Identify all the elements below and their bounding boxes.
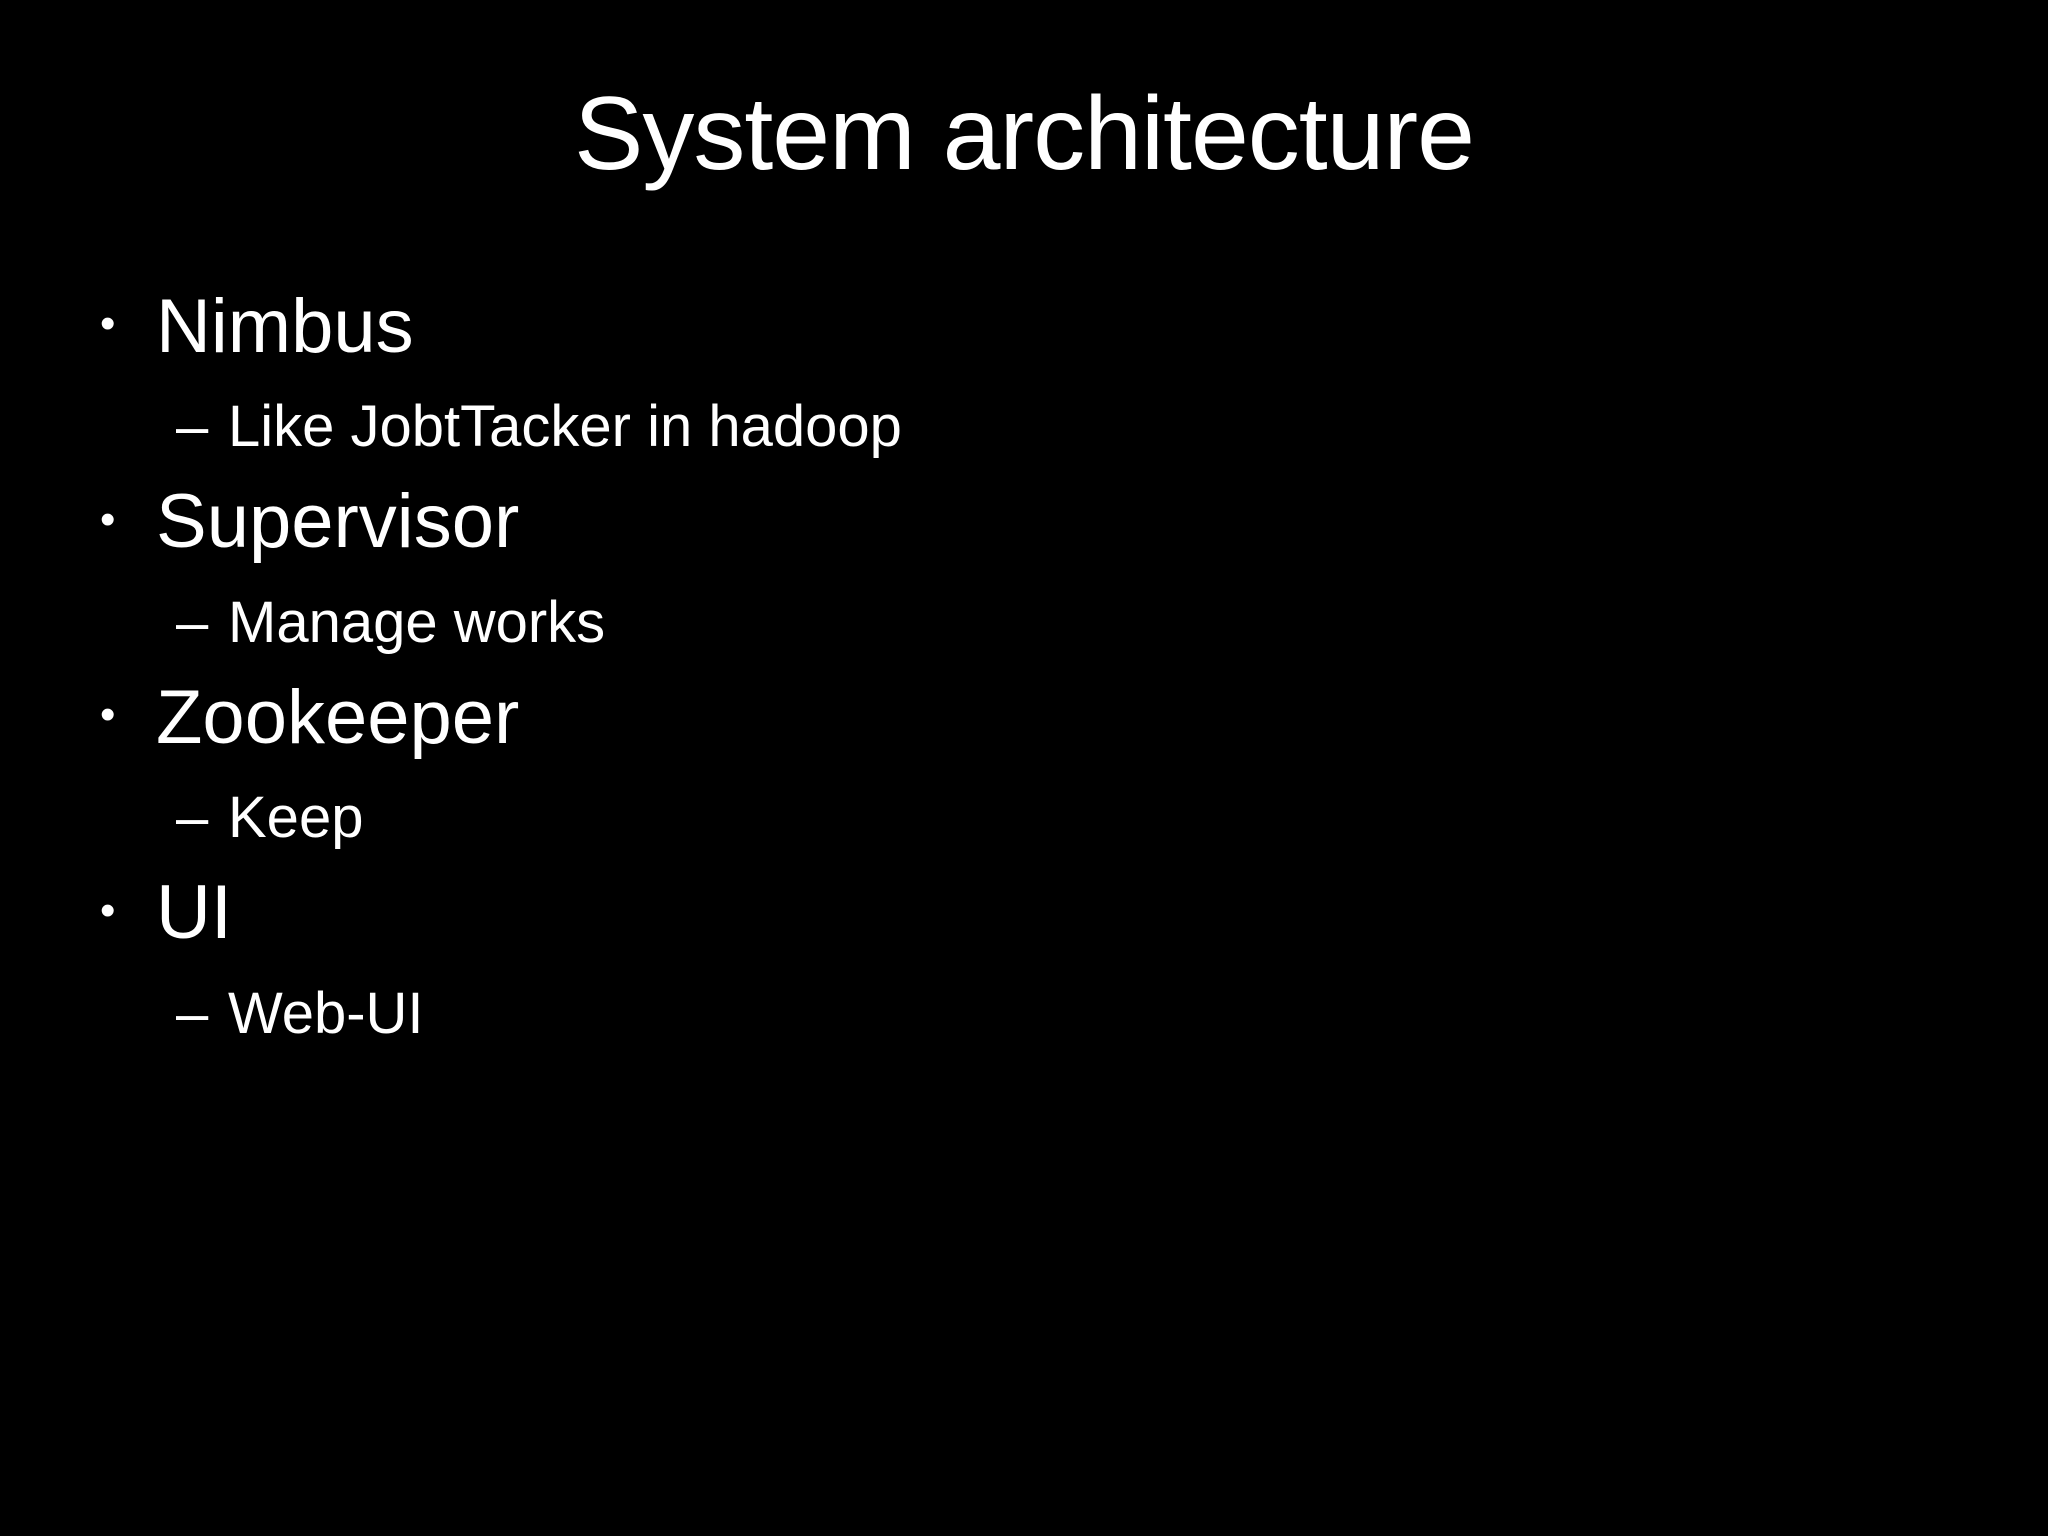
sub-bullet-label: Web-UI [228, 980, 424, 1046]
dash-icon: – [176, 394, 209, 460]
bullet-dot-icon: • [100, 885, 116, 935]
sub-bullet-label: Manage works [228, 589, 606, 655]
bullet-label: Supervisor [156, 479, 520, 565]
dash-icon: – [176, 980, 209, 1046]
slide-title: System architecture [574, 76, 1475, 192]
dash-icon: – [176, 785, 209, 851]
bullet-label: Zookeeper [156, 674, 520, 760]
sub-bullet-item: –Web-UI [0, 966, 2048, 1061]
sub-bullet-item: –Keep [0, 770, 2048, 865]
bullet-label: Nimbus [156, 284, 414, 369]
bullet-dot-icon: • [100, 690, 116, 740]
bullet-list: •Nimbus –Like JobtTacker in hadoop •Supe… [0, 279, 2048, 1061]
dash-icon: – [176, 589, 209, 655]
bullet-item: • UI [0, 865, 2048, 965]
sub-bullet-label: Like JobtTacker in hadoop [228, 394, 902, 460]
bullet-item: • Zookeeper [0, 670, 2048, 770]
bullet-item: • Nimbus [0, 279, 2048, 379]
sub-bullet-item: –Manage works [0, 575, 2048, 670]
bullet-item: • Supervisor [0, 474, 2048, 574]
bullet-label: UI [156, 870, 232, 956]
sub-bullet-label: Keep [228, 785, 364, 851]
sub-bullet-item: –Like JobtTacker in hadoop [0, 379, 2048, 474]
bullet-dot-icon: • [100, 299, 116, 349]
bullet-dot-icon: • [100, 494, 116, 544]
